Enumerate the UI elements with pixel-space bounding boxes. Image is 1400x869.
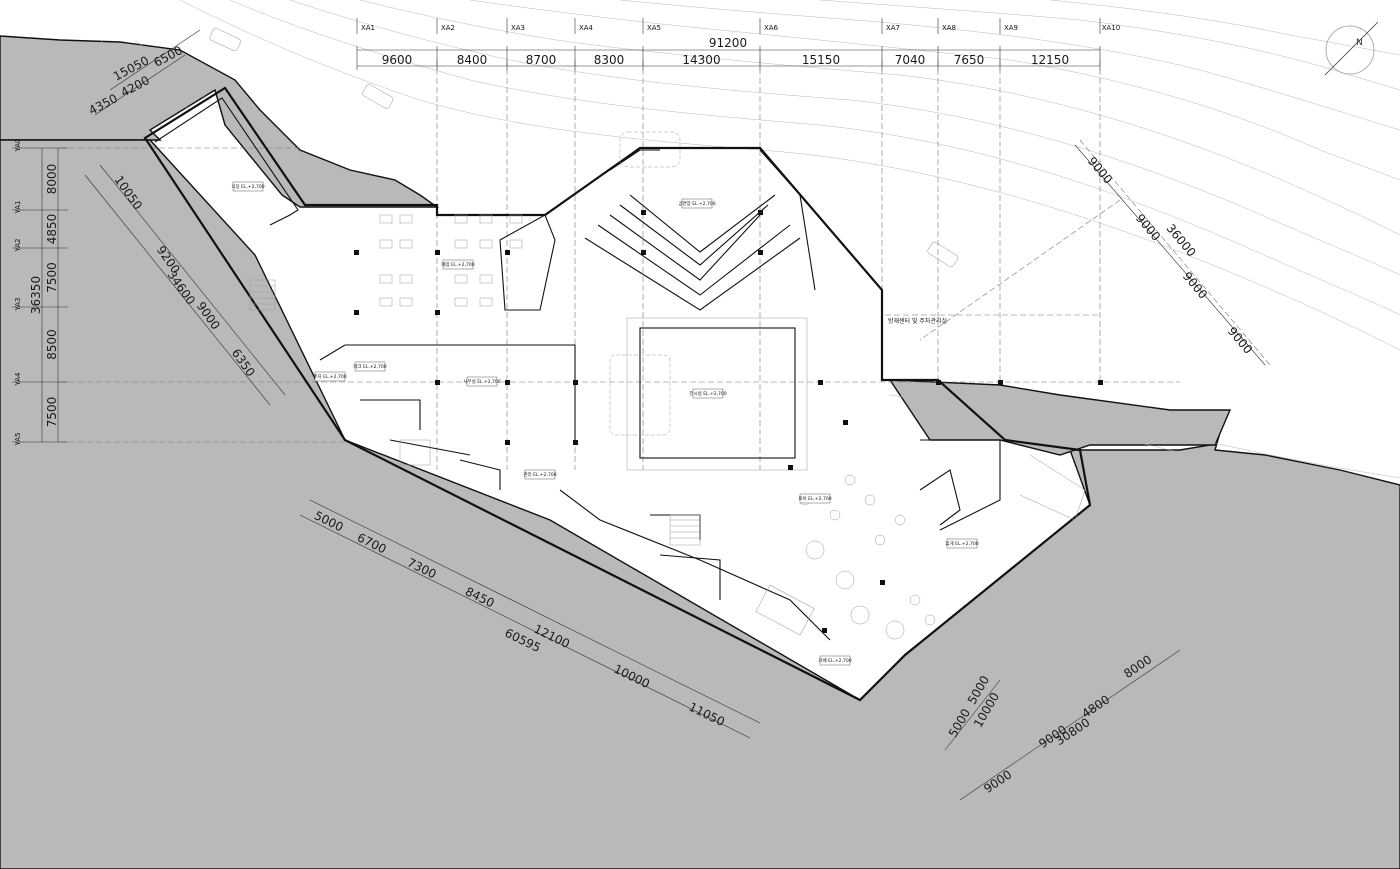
top-dimension-segment: 15150	[802, 53, 840, 67]
left-dimension-segment: 4850	[45, 214, 59, 245]
top-dimension-segment: 8300	[594, 53, 625, 67]
room-label-box	[946, 538, 978, 549]
top-axis-label: XA1	[361, 24, 375, 32]
building	[143, 86, 1103, 702]
room-label-box	[314, 371, 346, 382]
top-axis-label: XA2	[441, 24, 455, 32]
room-label: 휴게 EL.+2,700	[945, 540, 978, 547]
room-labels: 식당 EL.+2,700 매점 EL.+2,700 사무실 EL.+2,700 전시실…	[231, 181, 979, 666]
top-axis-label: XA10	[1102, 24, 1121, 32]
right-upper-segment: 9000	[1225, 324, 1255, 356]
top-dimension-chain: 91200 9600 8400 8700 8300 14300 15150 7040 7650…	[356, 18, 1121, 70]
top-axis-label: XA6	[764, 24, 779, 32]
room-label: 관리 EL.+2,700	[523, 471, 556, 478]
top-dimension-segment: 7040	[895, 53, 926, 67]
left-axis-label: YA2	[14, 239, 22, 253]
room-label-box	[681, 198, 713, 209]
north-label: N	[1356, 38, 1363, 48]
stage	[639, 327, 796, 459]
room-label-box	[799, 493, 831, 504]
room-label-box	[524, 469, 556, 480]
annotation-label: 방재센터 및 주차관리실	[888, 317, 947, 325]
right-upper-segment: 9000	[1133, 211, 1163, 243]
room-label: 공연장 EL.+2,700	[678, 200, 715, 207]
left-dimension-total: 36350	[29, 276, 43, 314]
room-label: 식당 EL.+2,700	[231, 183, 264, 190]
top-axis-label: XA4	[579, 24, 594, 32]
room-label: 주차 EL.+2,700	[313, 373, 346, 380]
cafe-tables	[799, 474, 936, 640]
top-axis-label: XA5	[647, 24, 661, 32]
room-label: 매점 EL.+2,700	[441, 261, 474, 268]
dining-tables	[379, 214, 523, 307]
room-label: 데크 EL.+2,700	[353, 363, 386, 370]
left-axis-label: YA5	[14, 433, 22, 447]
terrain	[0, 35, 1400, 869]
top-dimension-segment: 12150	[1031, 53, 1069, 67]
room-label-box	[442, 259, 474, 270]
left-axis-label: YA3	[14, 298, 22, 312]
top-axis-label: XA3	[511, 24, 525, 32]
room-label-box	[819, 655, 851, 666]
left-axis-label: YA0	[14, 139, 22, 153]
top-dimension-segment: 14300	[682, 53, 720, 67]
left-dimension-segment: 8000	[45, 164, 59, 195]
left-dimension-segment: 7500	[45, 262, 59, 293]
room-label: 로비 EL.+2,700	[798, 495, 831, 502]
left-dimension-segment: 7500	[45, 397, 59, 428]
top-axis-label: XA9	[1004, 24, 1018, 32]
exterior-wall	[143, 86, 1092, 702]
terrain-right	[888, 379, 1232, 456]
left-dimension-segment: 8500	[45, 329, 59, 360]
left-dimension-chain: 36350 8000 4850 7500 8500 7500 YA0YA1YA2YA3Y…	[12, 139, 68, 447]
room-label-box	[466, 376, 498, 387]
left-axis-label: YA4	[14, 372, 22, 387]
contour-lines	[99, 0, 1400, 489]
top-dimension-total: 91200	[709, 36, 747, 50]
top-dimension-segment: 7650	[954, 53, 985, 67]
top-left-dimensions: 15050 6500 4350 4200	[86, 29, 201, 118]
stairs	[249, 279, 1086, 636]
north-arrow: N	[1324, 21, 1379, 76]
room-label-box	[354, 361, 386, 372]
top-axis-label: XA8	[942, 24, 956, 32]
top-dimension-segment: 9600	[382, 53, 413, 67]
room-label: 전시실 EL.+2,700	[689, 390, 726, 397]
room-label-box	[232, 181, 264, 192]
top-axis-label: XA7	[886, 24, 900, 32]
top-dimension-segment: 8700	[526, 53, 557, 67]
columns	[354, 210, 1103, 633]
room-label: 사무실 EL.+2,700	[463, 378, 500, 385]
top-dimension-segment: 8400	[457, 53, 488, 67]
terrain-upper-left	[0, 35, 440, 208]
room-label: 카페 EL.+2,700	[818, 657, 851, 664]
structural-grid	[60, 60, 1271, 470]
room-label-box	[692, 388, 724, 399]
left-axis-label: YA1	[14, 201, 22, 215]
